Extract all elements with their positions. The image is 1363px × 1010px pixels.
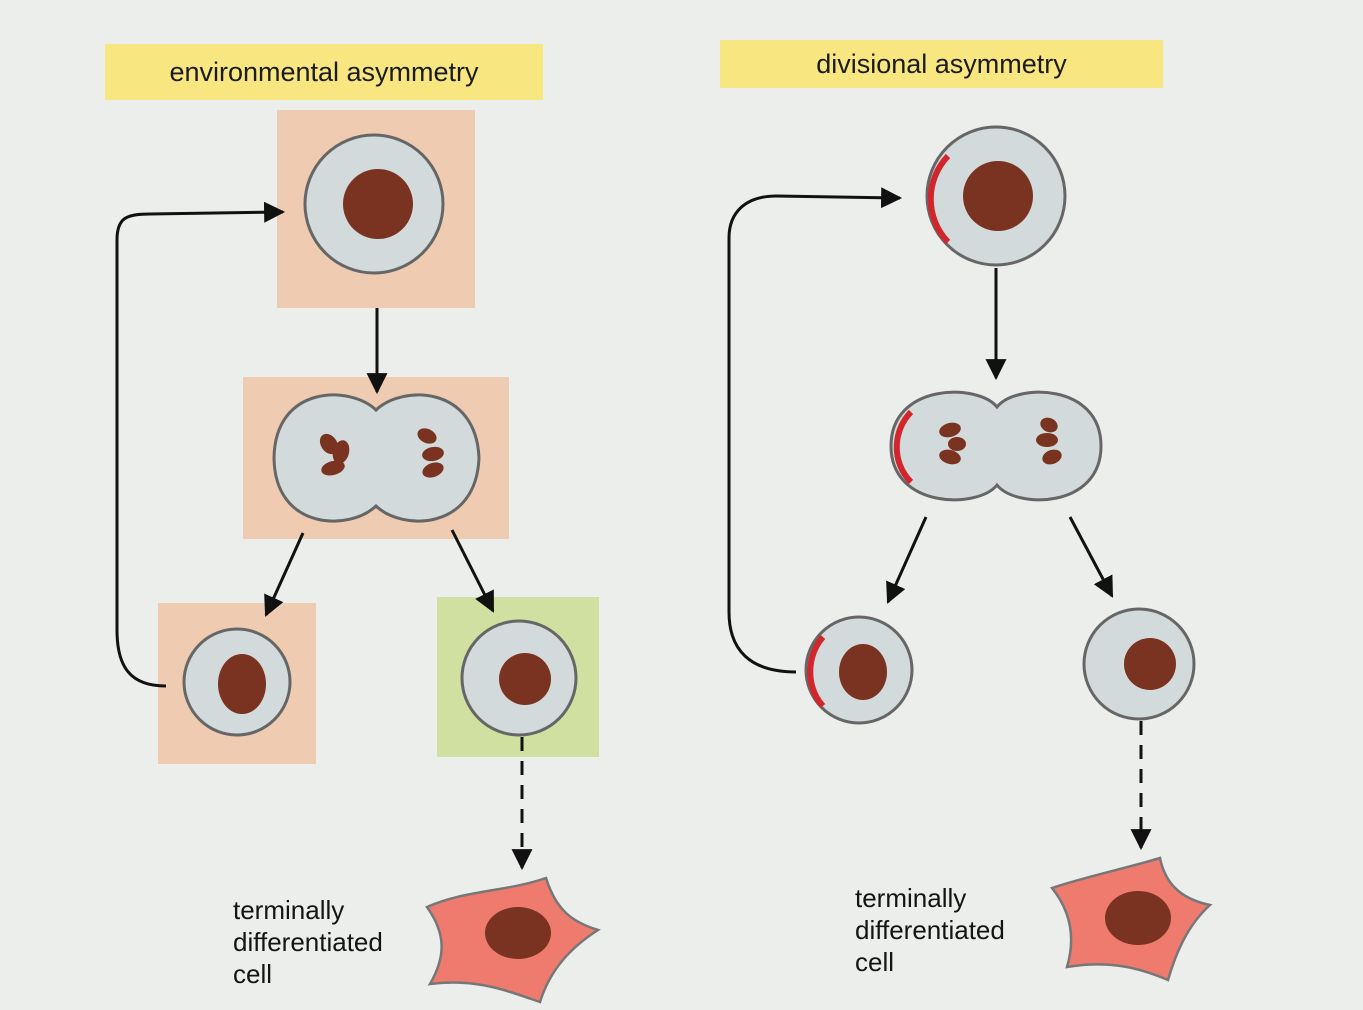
chromosomes-right xyxy=(417,428,444,478)
stem-cell-top xyxy=(303,133,445,275)
differentiated-cell-left xyxy=(425,876,601,1004)
daughter-committed-cell xyxy=(1082,607,1196,721)
caption-line: differentiated xyxy=(233,927,383,957)
caption-line: differentiated xyxy=(855,915,1005,945)
daughter-stem-cell-polarized xyxy=(804,615,914,725)
environmental-asymmetry-label: environmental asymmetry xyxy=(105,44,543,100)
daughter-committed-cell xyxy=(460,619,578,737)
differentiated-cell-right xyxy=(1049,856,1213,982)
nucleus xyxy=(963,161,1033,231)
nucleus xyxy=(839,644,887,700)
polarity-marker xyxy=(927,153,951,245)
divisional-asymmetry-label: divisional asymmetry xyxy=(720,40,1163,88)
polarity-marker xyxy=(807,635,826,709)
caption-line: cell xyxy=(855,947,895,977)
environmental-panel xyxy=(115,110,601,1004)
chromosomes-left xyxy=(319,433,350,476)
terminally-differentiated-caption-left: terminally differentiated cell xyxy=(233,894,383,990)
dividing-polarized-cell xyxy=(889,390,1103,502)
caption-line: terminally xyxy=(855,883,967,913)
daughter-stem-cell xyxy=(182,627,292,737)
nucleus xyxy=(343,169,413,239)
nucleus xyxy=(485,907,551,959)
chromosomes-left xyxy=(939,422,966,465)
dividing-cell xyxy=(272,393,481,523)
arrows-right xyxy=(727,187,1152,851)
divisional-asymmetry-title: divisional asymmetry xyxy=(816,48,1067,79)
caption-line: terminally xyxy=(233,895,345,925)
terminally-differentiated-caption-right: terminally differentiated cell xyxy=(855,882,1005,978)
polarized-stem-cell-top xyxy=(925,125,1067,267)
caption-line: cell xyxy=(233,959,273,989)
arrows-left xyxy=(115,201,533,871)
divisional-panel xyxy=(727,125,1213,982)
environmental-asymmetry-title: environmental asymmetry xyxy=(169,56,479,87)
nucleus xyxy=(1105,891,1171,945)
polarity-marker xyxy=(893,409,914,485)
chromosomes-right xyxy=(1036,417,1062,465)
nucleus xyxy=(1124,638,1176,690)
nucleus xyxy=(218,654,266,714)
nucleus xyxy=(499,653,551,705)
